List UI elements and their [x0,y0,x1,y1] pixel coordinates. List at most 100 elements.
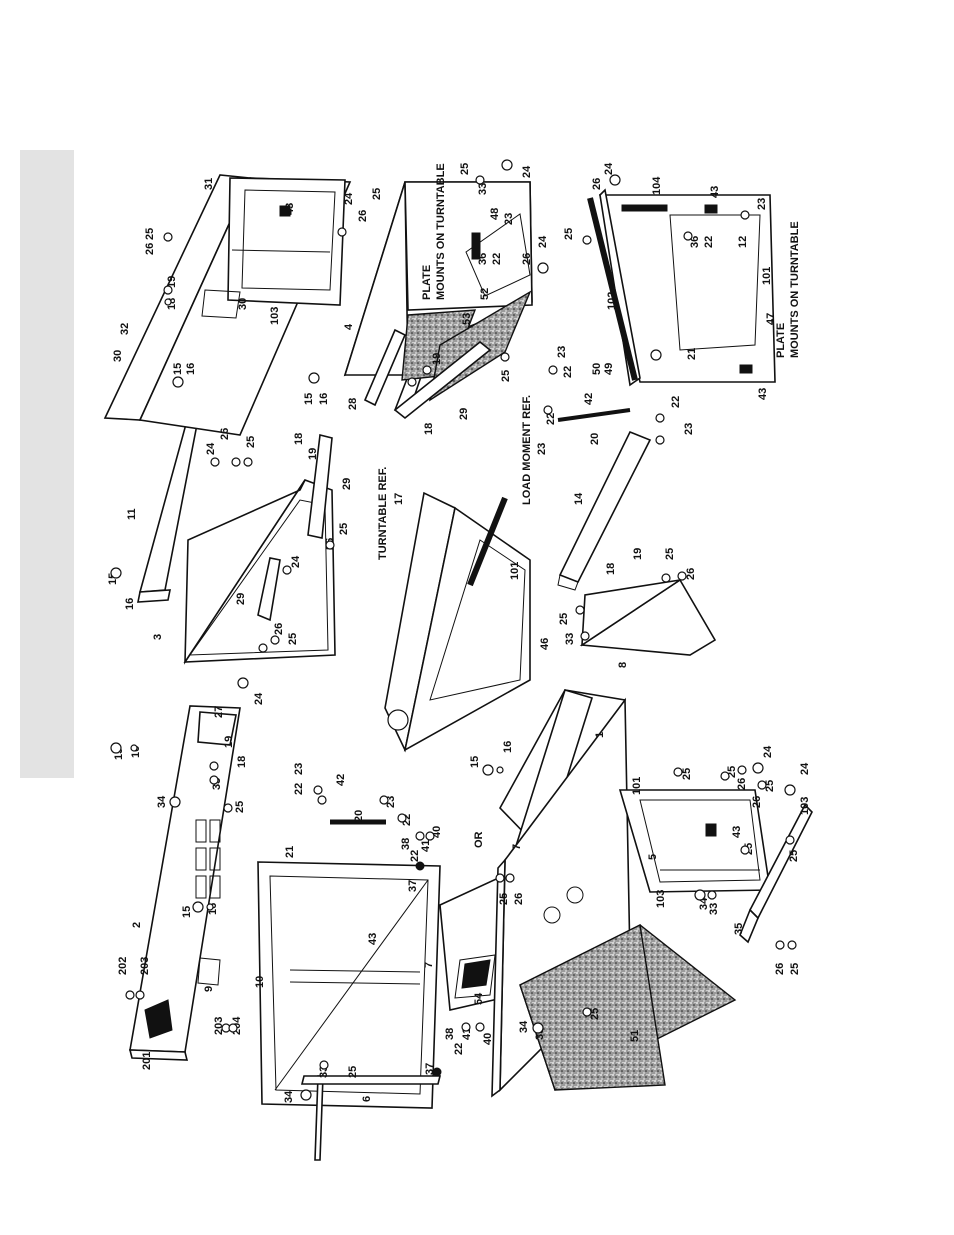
svg-text:8: 8 [617,662,629,668]
svg-text:16: 16 [124,598,136,610]
svg-text:15: 15 [469,756,481,768]
svg-text:54: 54 [473,992,485,1005]
svg-text:104: 104 [651,176,663,195]
svg-text:25: 25 [287,633,299,645]
svg-text:33: 33 [477,183,489,195]
svg-text:19: 19 [166,276,178,288]
svg-text:15: 15 [181,906,193,918]
part-104-strip [621,204,668,212]
part-54-handle [461,959,491,989]
svg-text:20: 20 [353,810,365,822]
svg-text:23: 23 [556,346,568,358]
plate-mounts-right-line2: MOUNTS ON TURNTABLE [789,221,801,358]
part-43-latch-lower [705,823,717,837]
svg-text:19: 19 [223,736,235,748]
svg-text:43: 43 [284,203,296,215]
svg-text:29: 29 [235,593,247,605]
svg-text:53: 53 [461,313,473,325]
svg-text:49: 49 [603,363,615,375]
part-20-rod-right [557,408,631,422]
part-201-decal [144,999,173,1039]
svg-text:26: 26 [357,210,369,222]
svg-text:19: 19 [632,548,644,560]
part-27-bracket [197,711,237,746]
svg-text:24: 24 [343,192,355,205]
svg-text:24: 24 [762,745,774,758]
svg-text:34: 34 [283,1090,295,1103]
svg-text:26: 26 [521,253,533,265]
svg-text:102: 102 [606,292,618,310]
svg-text:25: 25 [245,436,257,448]
svg-text:12: 12 [737,236,749,248]
svg-text:34: 34 [156,795,168,808]
svg-text:21: 21 [284,846,296,858]
svg-text:203: 203 [213,1017,225,1035]
svg-text:23: 23 [536,443,548,455]
svg-text:2: 2 [131,922,143,928]
svg-text:1: 1 [594,732,606,738]
svg-text:19: 19 [307,448,319,460]
svg-text:22: 22 [293,783,305,795]
svg-text:30: 30 [112,350,124,362]
svg-text:31: 31 [203,178,215,190]
svg-text:25: 25 [459,163,471,175]
svg-text:25: 25 [144,228,156,240]
svg-text:101: 101 [761,267,773,285]
svg-text:7: 7 [423,962,435,968]
svg-text:51: 51 [629,1030,641,1042]
svg-text:15: 15 [172,363,184,375]
svg-text:25: 25 [681,768,693,780]
svg-text:17: 17 [393,493,405,505]
svg-text:25: 25 [371,188,383,200]
svg-text:26: 26 [273,623,285,635]
svg-text:202: 202 [117,957,129,975]
svg-text:26: 26 [144,243,156,255]
svg-text:26: 26 [736,778,748,790]
svg-text:201: 201 [141,1052,153,1070]
svg-text:23: 23 [293,763,305,775]
svg-text:38: 38 [444,1028,456,1040]
svg-text:3: 3 [152,634,164,640]
svg-text:25: 25 [563,228,575,240]
svg-text:29: 29 [458,408,470,420]
svg-text:30: 30 [237,298,249,310]
svg-text:22: 22 [491,253,503,265]
svg-text:32: 32 [119,323,131,335]
part-12-right-panel [599,188,776,387]
svg-text:43: 43 [731,826,743,838]
svg-text:10: 10 [254,976,266,988]
svg-text:101: 101 [509,562,521,580]
svg-text:24: 24 [205,442,217,455]
svg-text:33: 33 [708,903,720,915]
svg-text:28: 28 [347,398,359,410]
svg-text:34: 34 [518,1020,530,1033]
svg-text:11: 11 [126,508,138,520]
svg-text:16: 16 [318,393,330,405]
svg-text:22: 22 [409,850,421,862]
svg-text:24: 24 [290,555,302,568]
svg-text:47: 47 [765,313,777,325]
plate-mounts-right-line1: PLATE [775,323,787,358]
svg-text:18: 18 [293,433,305,445]
svg-text:50: 50 [591,363,603,375]
part-6-strip [300,1075,442,1161]
margin-tab-band [20,150,74,778]
svg-text:41: 41 [420,840,432,852]
svg-text:26: 26 [591,178,603,190]
part-10-frame [257,861,441,1109]
svg-text:48: 48 [489,208,501,220]
svg-text:25: 25 [788,850,800,862]
svg-text:36: 36 [689,236,701,248]
svg-text:101: 101 [631,777,643,795]
svg-text:40: 40 [482,1033,494,1045]
svg-text:25: 25 [664,548,676,560]
svg-text:203: 203 [139,957,151,975]
svg-text:25: 25 [500,370,512,382]
svg-text:25: 25 [558,613,570,625]
svg-text:35: 35 [733,923,745,935]
svg-text:25: 25 [347,1066,359,1078]
svg-text:42: 42 [583,393,595,405]
svg-text:22: 22 [703,236,715,248]
svg-text:4: 4 [343,323,355,330]
